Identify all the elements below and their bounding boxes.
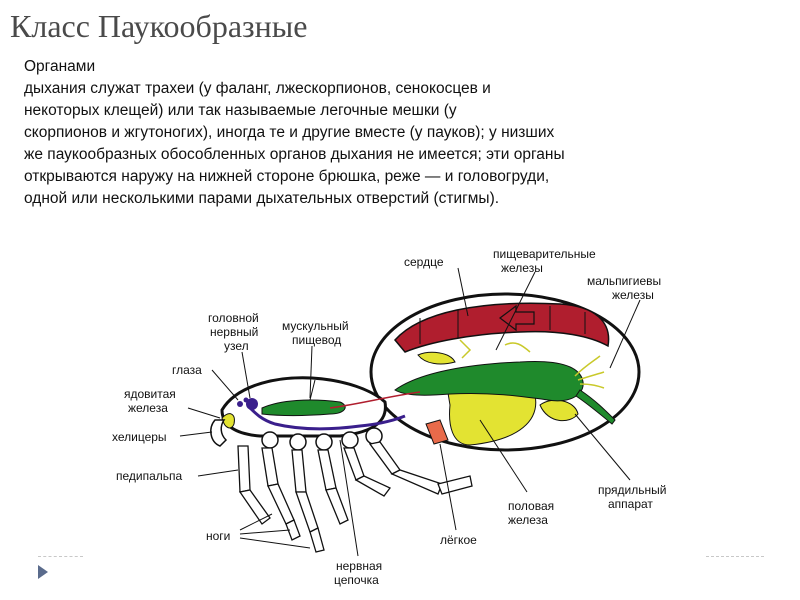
label-malpighian: железы [612, 288, 654, 302]
artery-line [329, 391, 421, 409]
label-digestive-glands: пищеварительные [493, 247, 596, 261]
paragraph-line: же паукообразных обособленных органов ды… [24, 146, 565, 163]
label-muscular-esophagus: мускульный [282, 319, 349, 333]
label-head-ganglion: нервный [210, 325, 258, 339]
hindgut [575, 389, 616, 425]
label-venom-gland: железа [128, 401, 168, 415]
label-nerve-chain: цепочка [334, 573, 379, 587]
label-malpighian: мальпигиевы [587, 274, 661, 288]
leg-coxa [341, 431, 359, 449]
slide-title: Класс Паукообразные [10, 8, 308, 44]
play-arrow-icon[interactable] [38, 565, 48, 579]
paragraph-line: скорпионов и жгутоногих), иногда те и др… [24, 124, 555, 141]
leg-coxa [261, 431, 279, 449]
bottom-divider-left [38, 556, 83, 557]
digestive-glands-small [417, 351, 456, 365]
paragraph-line: открываются наружу на нижней стороне брю… [24, 168, 550, 185]
nerve-chain [246, 404, 406, 431]
label-nerve-chain: нервная [336, 559, 382, 573]
label-muscular-esophagus: пищевод [292, 333, 341, 347]
label-pedipalp: педипальпа [116, 469, 183, 483]
label-venom-gland: ядовитая [124, 387, 176, 401]
description-paragraph: Органами дыхания служат трахеи (у фаланг… [24, 56, 776, 210]
heart-organ [394, 302, 610, 353]
malpighian-branch [459, 339, 531, 359]
label-heart: сердце [404, 255, 444, 269]
eye [237, 401, 243, 407]
label-eyes: глаза [172, 363, 202, 377]
label-spinning-apparatus: прядильный [598, 483, 666, 497]
leg-coxa [289, 433, 307, 451]
paragraph-line: одной или несколькими парами дыхательных… [24, 190, 500, 207]
head-ganglion [246, 398, 258, 410]
paragraph-line: Органами [24, 58, 96, 75]
paragraph-line: некоторых клещей) или так называемые лег… [24, 102, 457, 119]
legs [237, 441, 473, 553]
label-legs: ноги [206, 529, 230, 543]
label-chelicerae: хелицеры [112, 430, 167, 444]
chelicera [210, 419, 228, 447]
label-sex-gland: половая [508, 499, 554, 513]
label-digestive-glands: железы [501, 261, 543, 275]
venom-gland [221, 413, 235, 429]
paragraph-line: дыхания служат трахеи (у фаланг, лжескор… [24, 80, 491, 97]
heart-arrow-icon [499, 304, 535, 332]
label-head-ganglion: узел [224, 339, 249, 353]
label-head-ganglion: головной [208, 311, 259, 325]
lung-organ [425, 419, 449, 445]
muscular-esophagus [261, 399, 346, 416]
bottom-divider-right [706, 556, 764, 557]
leg-coxa [315, 433, 333, 451]
label-spinning-apparatus: аппарат [608, 497, 653, 511]
label-sex-gland: железа [508, 513, 548, 527]
eye [243, 397, 249, 403]
malpighian-tubules [574, 355, 605, 389]
label-lung: лёгкое [440, 533, 477, 547]
